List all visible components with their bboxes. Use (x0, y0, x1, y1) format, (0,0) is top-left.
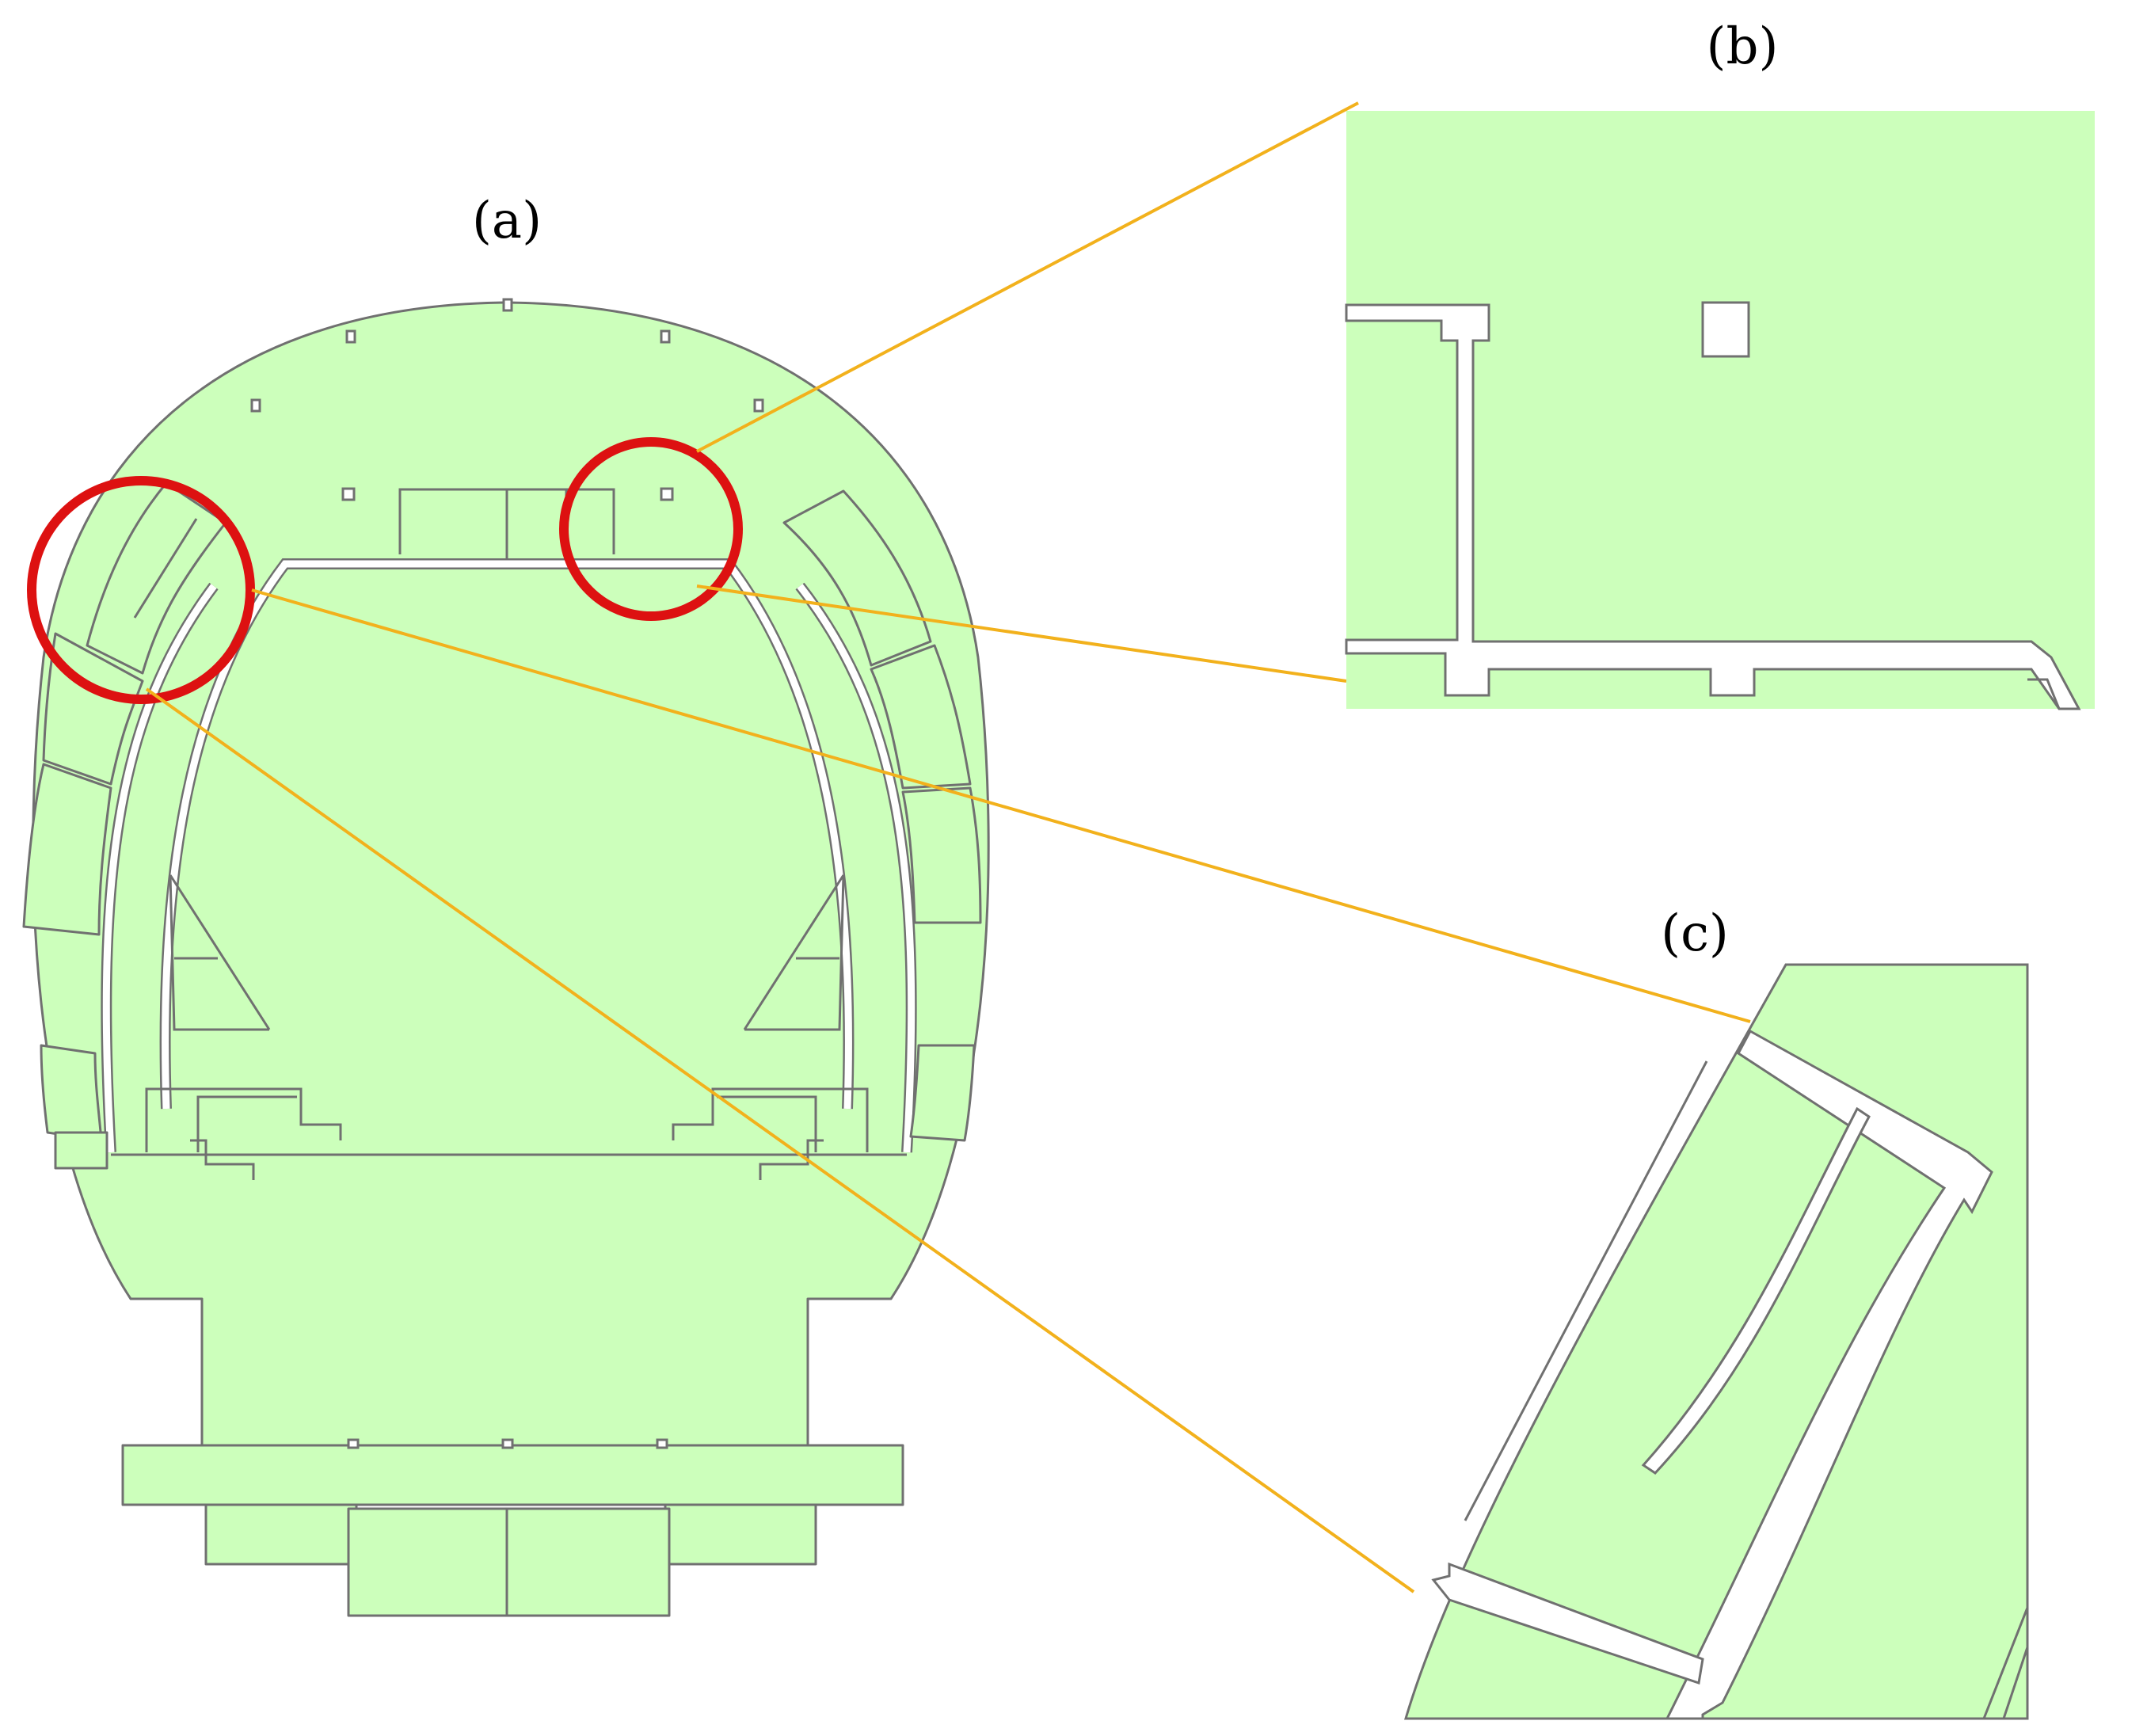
panel-c-right-edge (1982, 1607, 2029, 1719)
label-a: (a) (472, 192, 542, 250)
lobby-notch (501, 1438, 514, 1449)
lower-room-right (664, 1503, 817, 1566)
lower-right-wing (672, 874, 869, 1180)
left-side-rooms (22, 482, 227, 1170)
perimeter-notch (753, 398, 764, 413)
lobby-notch (347, 1438, 360, 1449)
perimeter-notch (502, 298, 513, 312)
panel-a-floor-plan: (a) (22, 192, 990, 1617)
panel-b-zoom: (b) (1345, 17, 2095, 710)
highlight-circle-b (559, 437, 743, 621)
panel-b-stair (2027, 678, 2061, 710)
panel-b-corridor (1345, 303, 2081, 710)
bottom-room-left (347, 1507, 508, 1617)
panel-c-slot (1641, 1106, 1871, 1475)
column-square (660, 487, 674, 501)
panel-c-zoom: (c) (1403, 904, 2029, 1720)
panel-c-room-edge (1464, 1060, 1708, 1521)
right-side-rooms (782, 489, 982, 1142)
panel-c-area (1403, 963, 2029, 1720)
perimeter-notch (250, 398, 261, 413)
lobby-notch (656, 1438, 668, 1449)
perimeter-notch (345, 329, 356, 344)
outer-corridor-fill (102, 584, 217, 1153)
column-square (1701, 301, 1750, 358)
perimeter-notch (660, 329, 671, 344)
highlight-circle-c (27, 476, 255, 704)
column-square (341, 487, 356, 501)
bottom-room-right (505, 1507, 671, 1617)
label-c: (c) (1661, 904, 1729, 963)
label-b: (b) (1707, 17, 1779, 76)
panel-c-corridor-lower (1431, 1562, 1704, 1685)
lower-left-wing (145, 874, 342, 1180)
inner-corridor-fill (162, 560, 852, 1110)
connector-lines (145, 101, 1751, 1593)
outer-corridor-fill (797, 584, 916, 1153)
bottom-strip (121, 1444, 904, 1506)
lower-room-left (204, 1503, 358, 1566)
panel-c-corridor (1665, 1029, 1993, 1720)
lobby-wall (111, 1153, 907, 1447)
